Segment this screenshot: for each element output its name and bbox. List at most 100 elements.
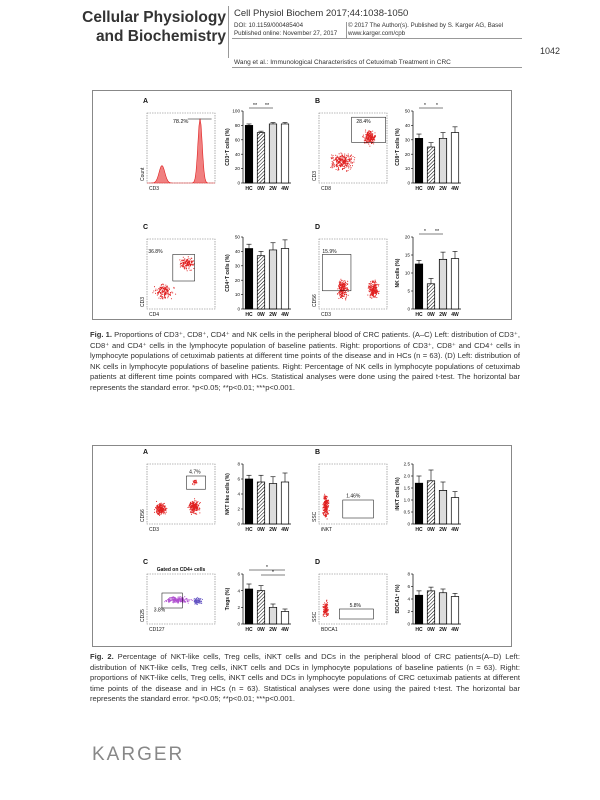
journal-url[interactable]: www.karger.com/cpb [348, 30, 406, 37]
event-dot [326, 510, 328, 512]
event-dot [185, 268, 188, 270]
event-dot [157, 504, 159, 506]
x-tick-label: 4W [281, 527, 289, 533]
figure-2-caption: Fig. 2. Percentage of NKT-like cells, Tr… [90, 652, 520, 704]
y-tick-label: 30 [405, 137, 411, 142]
event-dot [339, 295, 341, 297]
y-axis-title: CD4⁺T cells (%) [225, 254, 231, 292]
event-dot [362, 136, 364, 138]
event-dot [182, 263, 184, 265]
event-dot [374, 280, 376, 283]
event-dot [199, 509, 201, 511]
y-tick-label: 0 [407, 181, 410, 186]
event-dot [170, 599, 172, 601]
event-dot [377, 291, 379, 293]
event-dot [154, 509, 156, 511]
event-dot [155, 507, 157, 509]
event-dot [323, 511, 325, 513]
event-dot [185, 266, 187, 268]
event-dot [194, 483, 196, 485]
event-dot [196, 603, 198, 605]
page-header: Cellular Physiology and Biochemistry Cel… [0, 0, 600, 80]
y-axis-label: CD56 [140, 509, 146, 522]
event-dot [323, 607, 325, 609]
event-dot [368, 143, 370, 145]
y-tick-label: 4 [237, 588, 240, 593]
event-dot [189, 262, 191, 264]
event-dot [185, 598, 187, 600]
event-dot [375, 293, 377, 295]
y-axis-title: CD3⁺T cells (%) [225, 128, 231, 166]
event-dot [374, 290, 376, 292]
event-dot [331, 160, 333, 162]
event-dot [369, 145, 371, 147]
y-tick-label: 20 [235, 278, 241, 283]
bar [244, 248, 254, 310]
bar [426, 590, 436, 625]
event-dot [371, 291, 374, 293]
event-dot [164, 601, 166, 603]
y-axis-title: BDCA1⁺ (%) [395, 584, 401, 613]
y-tick-label: 0 [237, 622, 240, 627]
event-dot [186, 263, 188, 265]
x-axis-label: BDCA1 [321, 627, 338, 633]
event-dot [326, 609, 329, 612]
event-dot [362, 134, 364, 136]
event-dot [373, 143, 375, 145]
y-tick-label: 6 [407, 584, 410, 589]
event-dot [330, 158, 333, 160]
event-dot [328, 505, 330, 507]
event-dot [350, 161, 352, 163]
event-dot [189, 265, 191, 267]
event-dot [344, 160, 346, 163]
event-dot [351, 162, 353, 164]
event-dot [326, 503, 328, 505]
event-dot [158, 512, 160, 514]
event-dot [324, 504, 327, 506]
event-dot [169, 292, 171, 294]
event-dot [160, 293, 162, 295]
event-dot [197, 599, 199, 601]
event-dot [168, 600, 170, 602]
event-dot [180, 598, 182, 600]
event-dot [328, 509, 330, 512]
event-dot [345, 284, 347, 286]
event-dot [341, 154, 343, 156]
y-axis-label: Count [140, 167, 146, 181]
event-dot [331, 167, 333, 169]
event-dot [196, 596, 198, 598]
event-dot [339, 280, 341, 282]
event-dot [340, 278, 342, 280]
event-dot [195, 600, 197, 602]
event-dot [373, 282, 375, 284]
event-dot [324, 507, 327, 510]
panel-label: D [315, 224, 320, 231]
event-dot [192, 483, 194, 485]
event-dot [337, 162, 340, 164]
event-dot [162, 289, 164, 291]
event-dot [341, 161, 343, 163]
event-dot [370, 286, 372, 288]
event-dot [322, 615, 324, 617]
event-dot [339, 159, 342, 161]
event-dot [375, 285, 377, 287]
event-dot [367, 137, 369, 139]
event-dot [365, 129, 367, 131]
event-dot [161, 297, 163, 299]
event-dot [180, 600, 182, 603]
event-dot [344, 153, 346, 155]
x-axis-label: CD8 [321, 186, 331, 192]
event-dot [326, 607, 328, 609]
event-dot [190, 506, 192, 508]
event-dot [340, 162, 342, 165]
event-dot [335, 168, 337, 171]
event-dot [199, 598, 201, 600]
event-dot [337, 167, 339, 169]
bar [244, 588, 254, 625]
event-dot [193, 601, 195, 603]
x-tick-label: HC [415, 527, 423, 533]
